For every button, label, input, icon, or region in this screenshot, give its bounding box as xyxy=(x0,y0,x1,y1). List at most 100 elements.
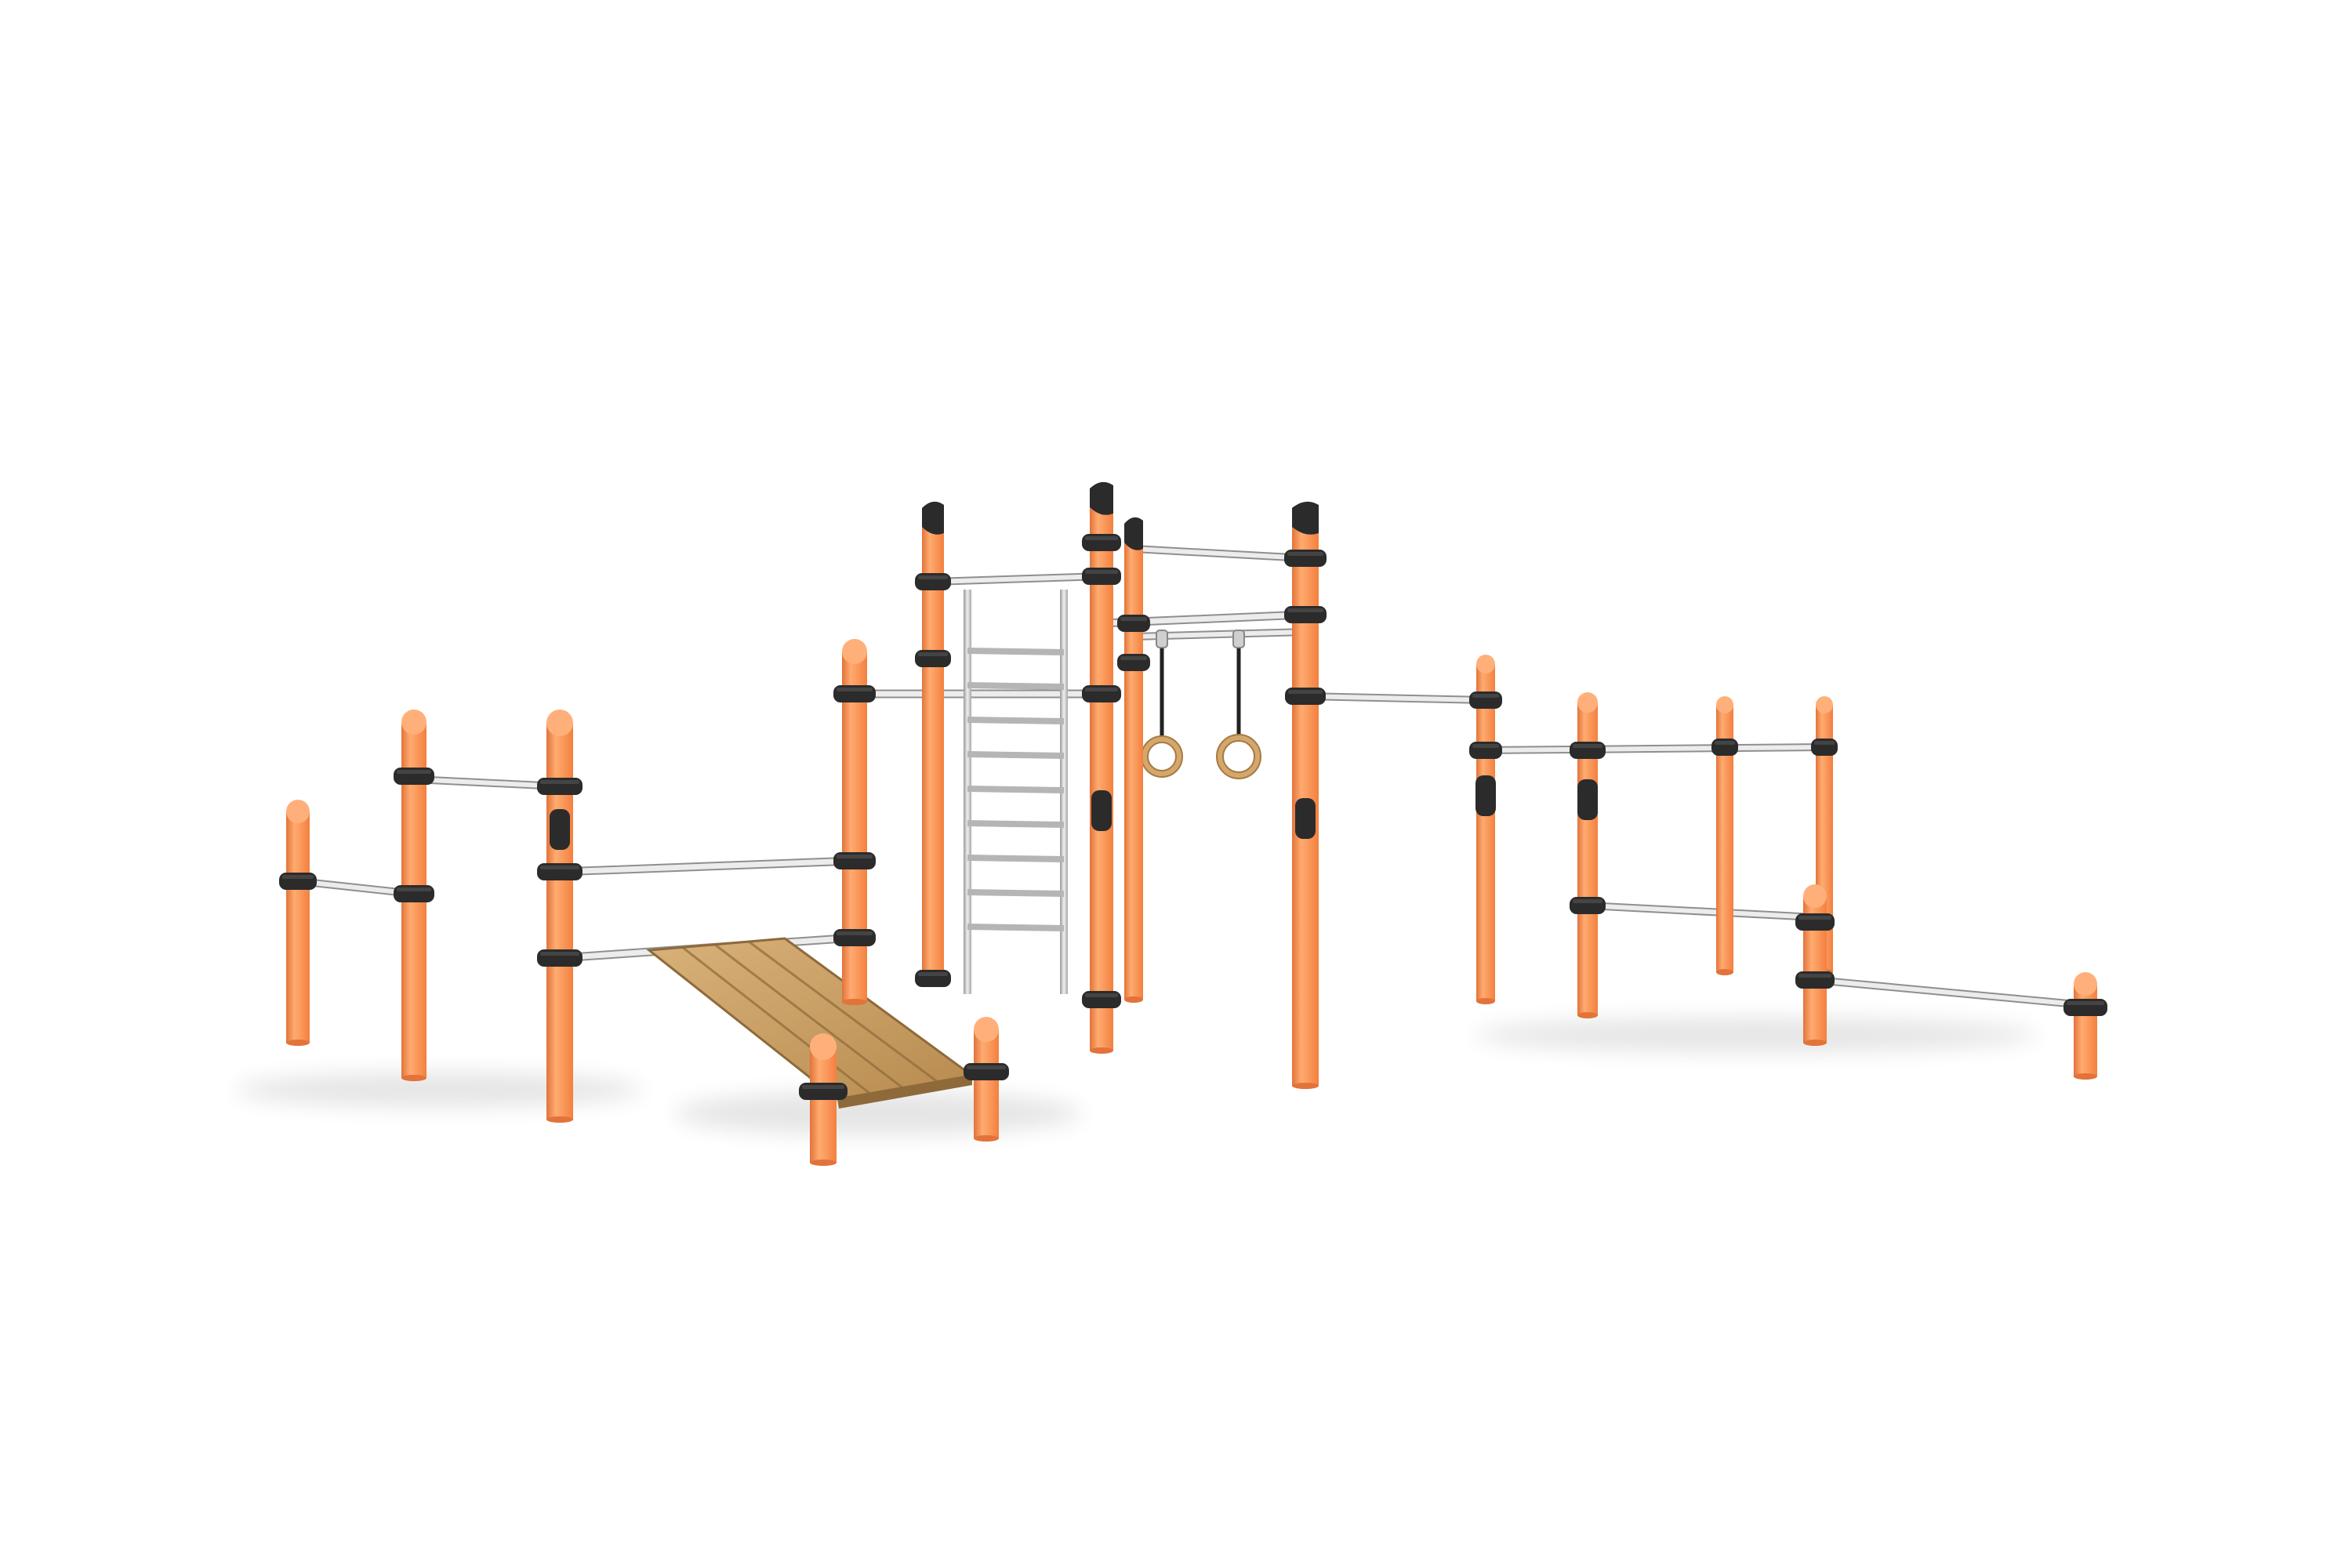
clamp-highlight xyxy=(1085,688,1118,691)
post-cap-round xyxy=(286,800,310,823)
mid-post-plate xyxy=(1475,775,1496,816)
horizontal-bar xyxy=(1303,694,1488,702)
post xyxy=(974,1029,999,1138)
mid-post-plate xyxy=(1577,779,1598,820)
post-base xyxy=(401,1075,426,1081)
post-base xyxy=(1124,996,1143,1003)
clamp-highlight xyxy=(1288,690,1323,694)
post-cap-black xyxy=(1124,517,1143,550)
post xyxy=(1124,527,1143,1000)
horizontal-bar xyxy=(1131,546,1308,561)
horizontal-bar xyxy=(931,574,1104,584)
clamps xyxy=(279,534,2107,1100)
post-cap-round xyxy=(1816,696,1833,713)
post xyxy=(2074,984,2097,1076)
post-cap-round xyxy=(974,1017,999,1042)
post-base xyxy=(1803,1040,1827,1046)
ladder-rung xyxy=(967,820,1065,828)
post xyxy=(286,811,310,1043)
mid-post-plate xyxy=(1091,790,1112,831)
ring-hook xyxy=(1156,630,1168,648)
clamp-highlight xyxy=(1573,899,1602,903)
post-cap-black xyxy=(1292,501,1319,535)
clamp-highlight xyxy=(1573,744,1602,748)
ring xyxy=(1142,737,1181,776)
mid-post-plate xyxy=(550,809,570,850)
ring xyxy=(1218,735,1260,778)
ladder-rung xyxy=(967,682,1065,690)
ground-shadows xyxy=(235,1018,2038,1135)
clamp-highlight xyxy=(1472,744,1499,748)
post xyxy=(1476,664,1495,1001)
clamp-highlight xyxy=(282,875,314,879)
clamp-highlight xyxy=(1798,974,1831,978)
clamp-highlight xyxy=(1085,993,1118,997)
ladder-rail xyxy=(1060,590,1068,994)
clamp-highlight xyxy=(1287,608,1323,612)
horizontal-bar xyxy=(557,858,858,875)
post-cap-black xyxy=(922,501,944,535)
post xyxy=(1090,494,1113,1051)
clamp-highlight xyxy=(1287,552,1323,556)
post-base xyxy=(1292,1083,1319,1089)
clamp-highlight xyxy=(540,952,579,956)
post-cap-black xyxy=(1090,481,1113,515)
clamp-highlight xyxy=(1085,570,1118,574)
ladder-rung xyxy=(967,855,1065,862)
post-base xyxy=(286,1040,310,1046)
post-cap-round xyxy=(1577,692,1598,713)
clamp-highlight xyxy=(1472,694,1499,698)
clamp-highlight xyxy=(837,931,873,935)
post xyxy=(842,652,867,1002)
clamp-highlight xyxy=(918,972,948,976)
ladder-rung xyxy=(967,717,1065,724)
clamp-highlight xyxy=(2067,1001,2104,1005)
clamp-highlight xyxy=(397,770,431,774)
horizontal-bar xyxy=(1483,745,1827,753)
post-cap-round xyxy=(1476,655,1495,673)
clamp-highlight xyxy=(1085,536,1118,540)
clamp-highlight xyxy=(540,780,579,784)
horizontal-bar xyxy=(412,777,562,789)
post-base xyxy=(546,1116,573,1123)
horizontal-bar xyxy=(1813,978,2088,1007)
post-base xyxy=(1716,969,1733,975)
clamp-highlight xyxy=(1798,916,1831,920)
post-base xyxy=(842,999,867,1005)
post xyxy=(810,1047,837,1163)
post-base xyxy=(2074,1073,2097,1080)
clamp-highlight xyxy=(1120,656,1147,660)
gymnastic-rings xyxy=(1141,630,1261,779)
clamp-highlight xyxy=(1715,741,1735,745)
clamp-highlight xyxy=(1814,741,1835,745)
ladder-rung xyxy=(967,924,1065,931)
horizontal-bar xyxy=(1585,903,1817,920)
clamp-highlight xyxy=(918,652,948,656)
post-base xyxy=(974,1135,999,1142)
clamp-highlight xyxy=(837,855,873,858)
post-cap-round xyxy=(810,1033,837,1060)
clamp-highlight xyxy=(967,1065,1006,1069)
post-base xyxy=(1476,998,1495,1004)
post-cap-round xyxy=(1803,884,1827,908)
wall-bar-ladder xyxy=(964,590,1068,994)
ladder-rung xyxy=(967,648,1065,655)
post-base xyxy=(810,1160,837,1166)
clamp-highlight xyxy=(837,688,873,691)
inclined-sit-up-bench xyxy=(646,937,975,1109)
clamp-highlight xyxy=(802,1085,844,1089)
horizontal-bars xyxy=(294,545,2089,1009)
post xyxy=(1716,705,1733,972)
ring-hook xyxy=(1232,630,1245,648)
post-cap-round xyxy=(401,710,426,735)
clamp-highlight xyxy=(918,575,948,579)
clamp-highlight xyxy=(397,887,431,891)
post-cap-round xyxy=(2074,972,2097,996)
post-cap-round xyxy=(546,710,573,736)
ladder-rung xyxy=(967,889,1065,897)
post-cap-round xyxy=(842,639,867,664)
post-base xyxy=(1090,1047,1113,1054)
mid-post-plate xyxy=(1295,798,1316,839)
ladder-rung xyxy=(967,751,1065,759)
